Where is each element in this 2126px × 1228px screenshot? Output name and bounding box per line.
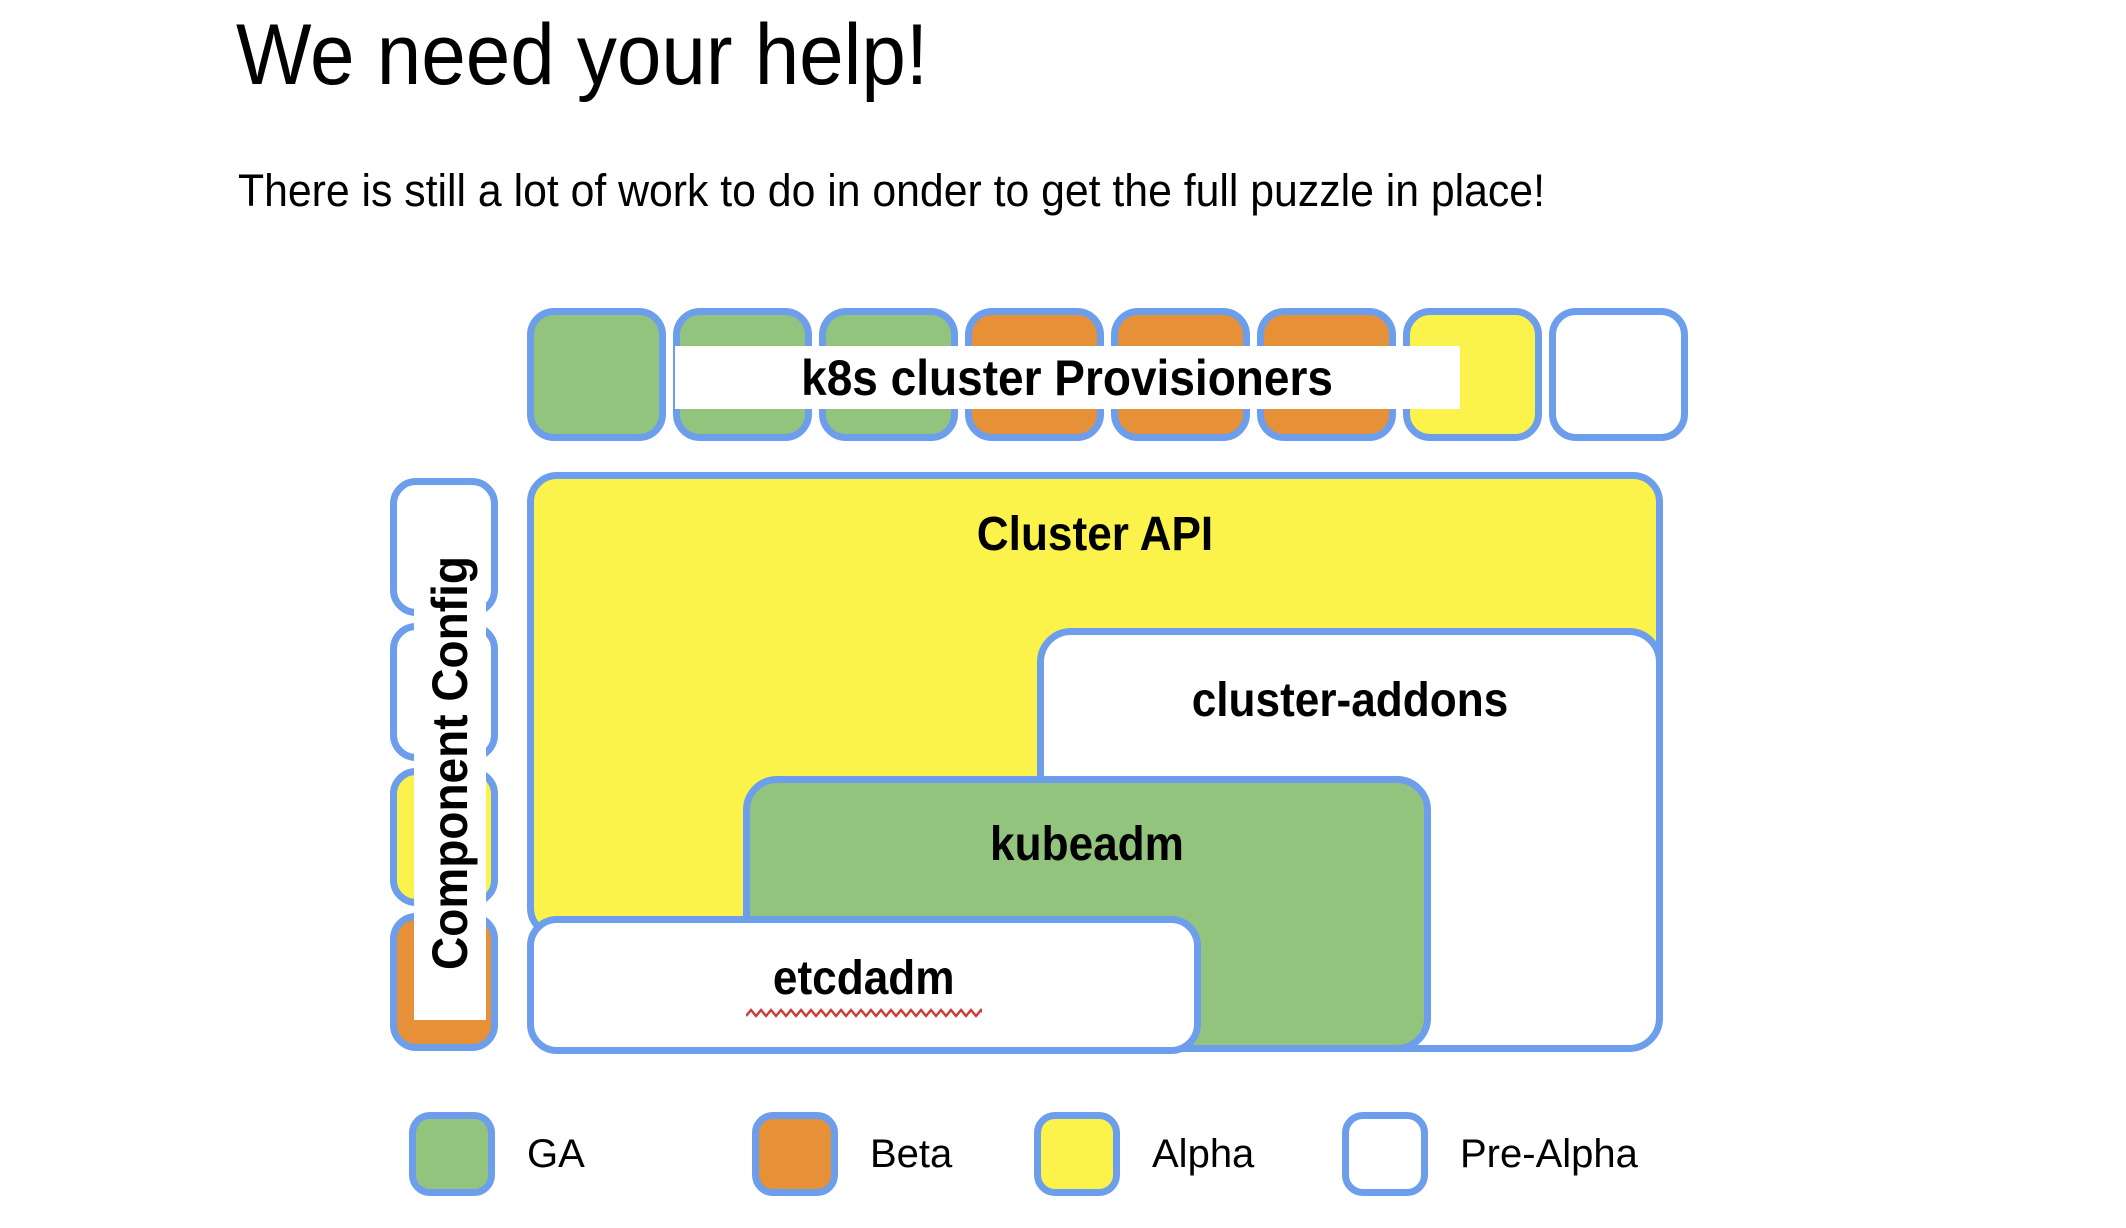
etcdadm-box: etcdadm (527, 916, 1201, 1054)
legend-chip-ga (409, 1112, 495, 1196)
provisioners-row-piece-ga (527, 308, 666, 441)
spellcheck-squiggle (746, 1008, 982, 1018)
legend-item-pre_alpha: Pre-Alpha (1342, 1112, 1638, 1196)
legend-label-alpha: Alpha (1152, 1131, 1255, 1176)
legend-label-ga: GA (527, 1131, 585, 1176)
legend-label-beta: Beta (870, 1131, 953, 1176)
component-config-label: Component Config (422, 555, 478, 970)
provisioners-row-piece-pre_alpha (1549, 308, 1688, 441)
legend: GA Beta Alpha Pre-Alpha (0, 1112, 2126, 1196)
provisioners-label-band: k8s cluster Provisioners (675, 346, 1460, 409)
legend-chip-beta (752, 1112, 838, 1196)
kubeadm-label: kubeadm (990, 818, 1184, 871)
legend-chip-pre_alpha (1342, 1112, 1428, 1196)
legend-chip-alpha (1034, 1112, 1120, 1196)
legend-item-beta: Beta (752, 1112, 952, 1196)
cluster-addons-label: cluster-addons (1191, 674, 1509, 727)
slide-title: We need your help! (236, 7, 929, 103)
slide-subtitle: There is still a lot of work to do in on… (238, 165, 1545, 216)
etcdadm-label: etcdadm (773, 952, 955, 1005)
legend-item-alpha: Alpha (1034, 1112, 1254, 1196)
component-config-band: Component Config (414, 505, 486, 1020)
legend-item-ga: GA (409, 1112, 585, 1196)
provisioners-label: k8s cluster Provisioners (801, 349, 1334, 406)
legend-label-pre_alpha: Pre-Alpha (1460, 1131, 1638, 1176)
cluster-api-label: Cluster API (976, 508, 1214, 561)
